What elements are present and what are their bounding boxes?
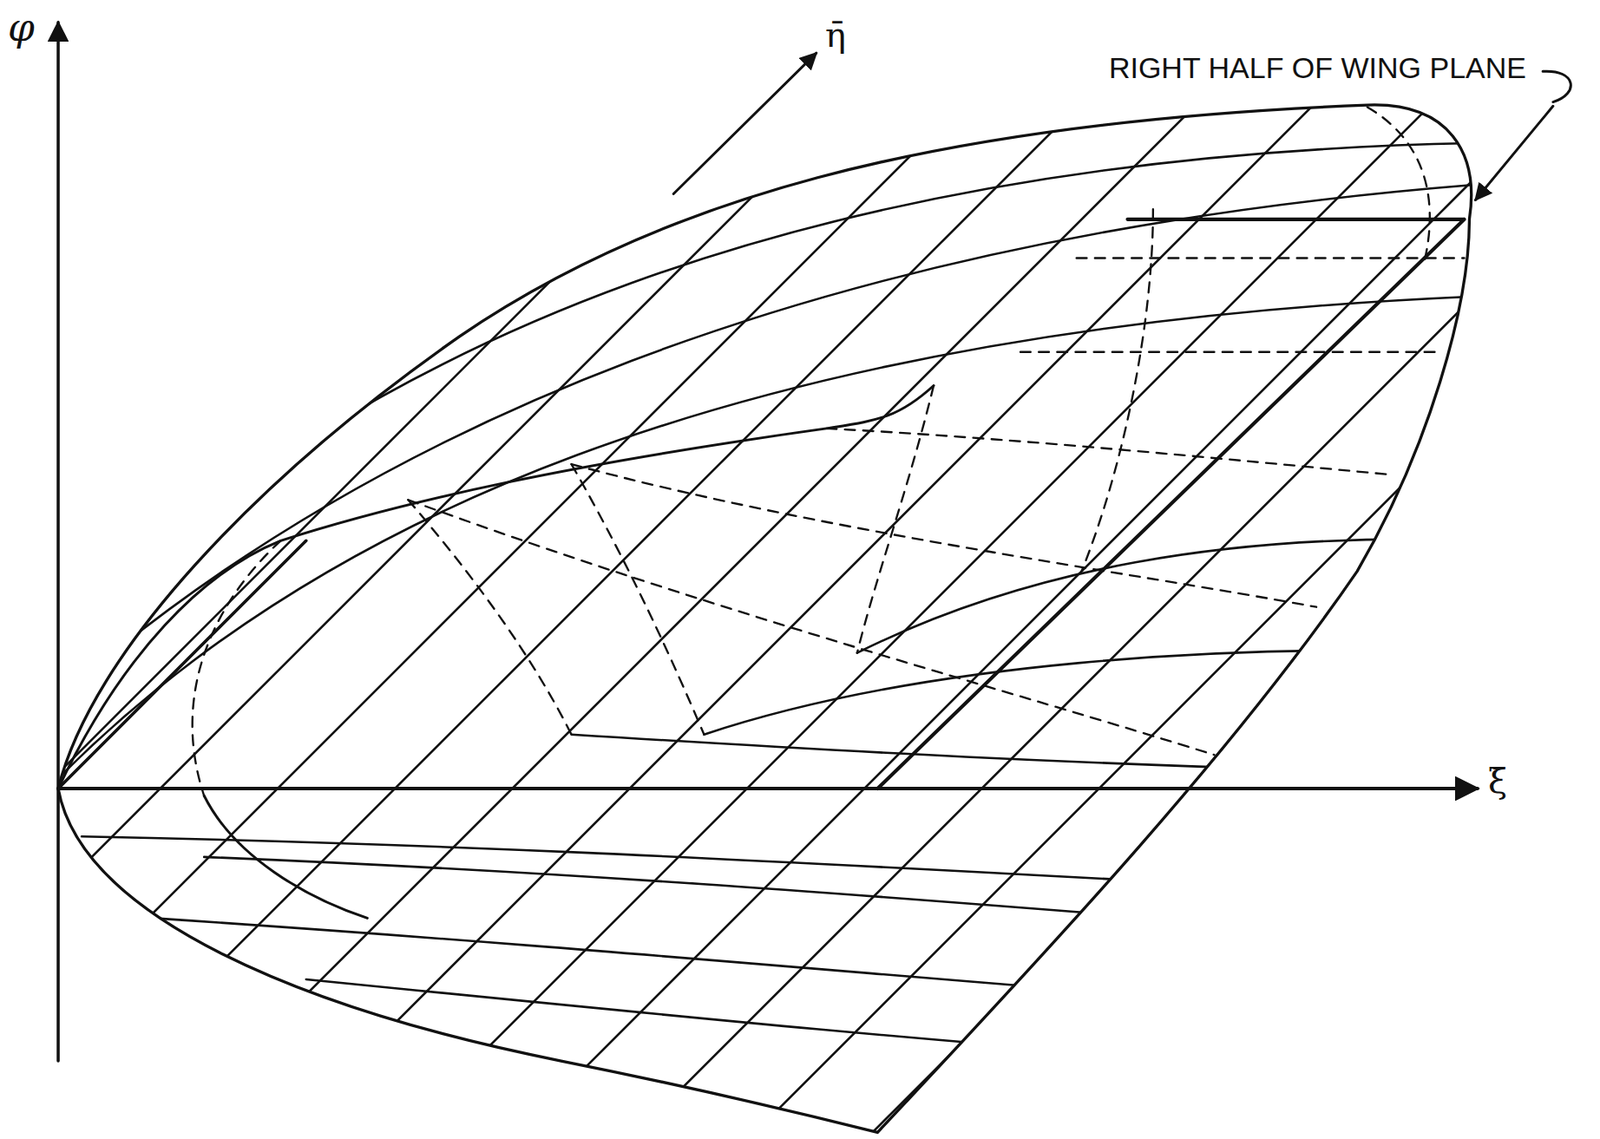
grid-line (0, 0, 1184, 1139)
grid-line (780, 0, 1600, 1139)
grid-curve (857, 539, 1490, 654)
wing-planform (877, 219, 1464, 789)
axis-label: ξ̄ (1485, 761, 1510, 800)
grid-curve (571, 734, 1490, 776)
phi-axis (56, 22, 60, 1062)
wing-leading-edge (58, 540, 307, 789)
grid-curve (40, 183, 1490, 715)
hidden-lines (58, 106, 1465, 796)
grid-curve (81, 836, 1490, 899)
grid-line (1250, 0, 1600, 1139)
callout-label: RIGHT HALF OF WING PLANE (1106, 52, 1529, 85)
grid-curve (152, 918, 1326, 1010)
axis-label: η̄ (822, 15, 849, 54)
grid-curve (306, 979, 1327, 1072)
grid-line (428, 0, 1600, 1139)
eta-axis (673, 52, 817, 194)
section-curve (203, 795, 368, 919)
callout-arrow (1475, 105, 1554, 200)
ridge-curve (58, 386, 934, 790)
xi-axis (58, 786, 1478, 791)
grid-line (311, 0, 1536, 1139)
grid-line (76, 0, 1301, 1139)
grid-curve (703, 650, 1490, 735)
surface-outline (58, 104, 1472, 1133)
grid-line (1132, 0, 1600, 1139)
grid-curve (203, 857, 1429, 939)
callout-leader (1542, 71, 1571, 102)
axis-label: φ (5, 6, 38, 49)
grid-line (545, 0, 1600, 1139)
grid-curve (61, 295, 1490, 776)
grid-line (0, 0, 1067, 1139)
grid-line (898, 0, 1600, 1139)
grid-line (0, 0, 832, 1139)
